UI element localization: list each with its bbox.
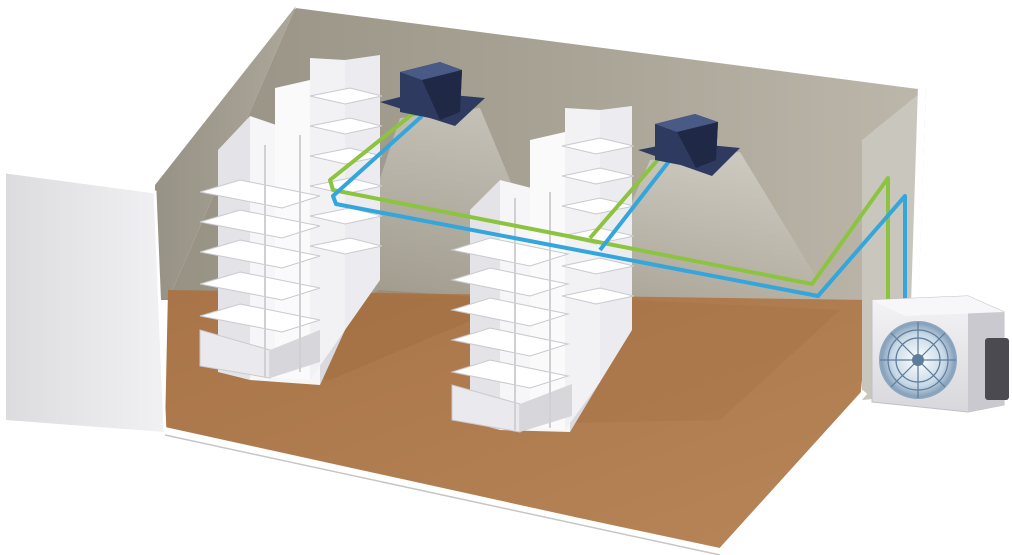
liquid-line [331, 114, 907, 310]
refrigerant-pipes [328, 110, 907, 310]
gas-line-branch [588, 153, 664, 240]
gas-line [328, 110, 890, 310]
floor-front-edge [164, 389, 868, 555]
left-wall-cut-edge [5, 170, 167, 433]
indoor-unit-2 [638, 114, 740, 176]
floor-front-edge-shadow [164, 434, 721, 555]
shelving-unit-1 [199, 55, 383, 385]
liquid-line-branch [598, 158, 672, 252]
fan-icon [879, 321, 957, 399]
outdoor-unit [871, 295, 1009, 413]
indoor-unit-1 [380, 62, 485, 126]
left-wall-cut-face [6, 172, 165, 432]
